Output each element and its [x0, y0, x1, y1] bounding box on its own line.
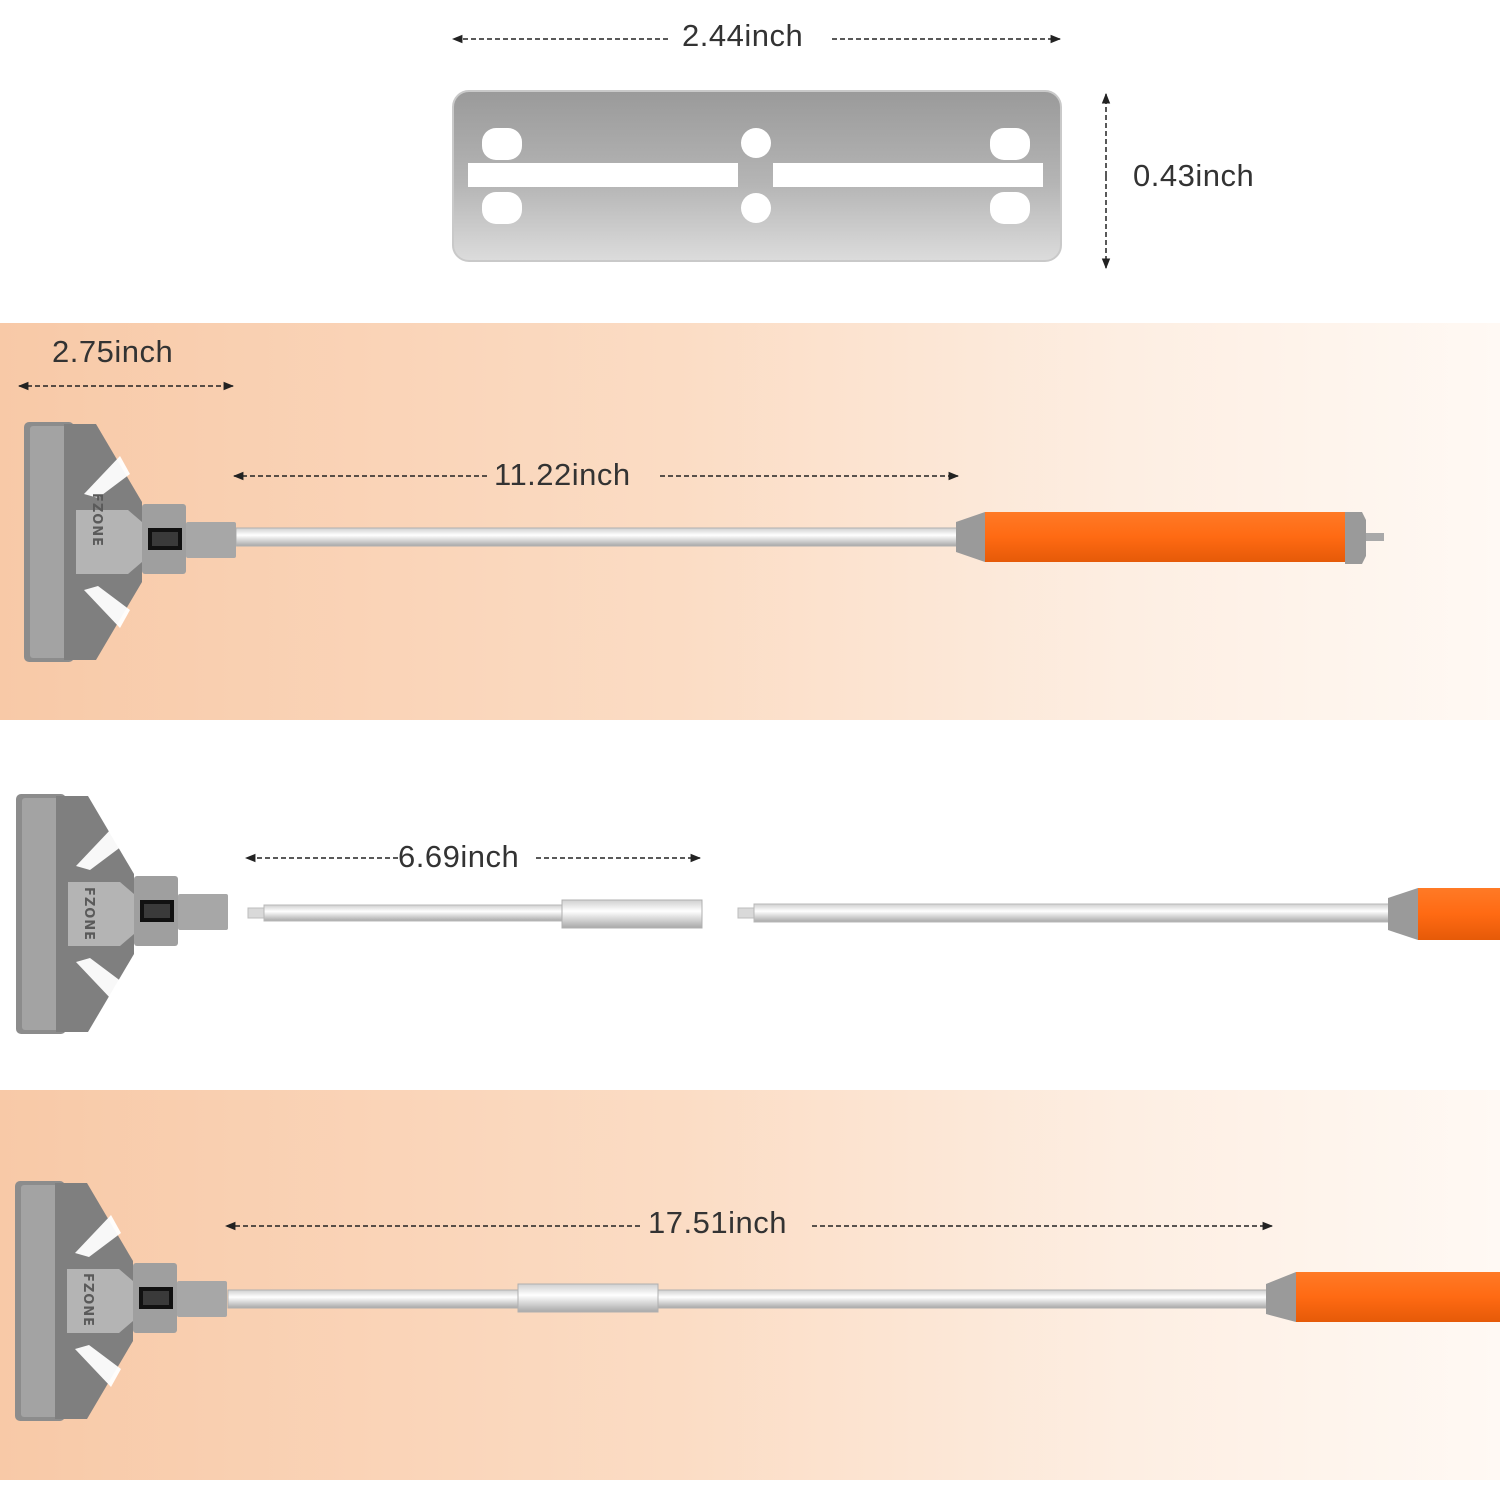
scraper-short: FZONE	[24, 422, 1384, 662]
brand-logo-3: FZONE	[80, 1273, 95, 1327]
brand-logo-2: FZONE	[81, 887, 96, 941]
scraper-long: FZONE	[15, 1181, 1500, 1421]
blade-plate	[452, 90, 1062, 262]
peach-band-bottom	[0, 1090, 1500, 1480]
plate-width-label: 2.44inch	[682, 18, 804, 53]
plate-height-label: 0.43inch	[1133, 158, 1255, 193]
pole-length-label: 11.22inch	[494, 457, 631, 492]
scraper-parts: FZONE	[16, 794, 1500, 1034]
total-length-label: 17.51inch	[648, 1205, 787, 1240]
head-width-label: 2.75inch	[52, 334, 174, 369]
brand-logo-1: FZONE	[89, 493, 104, 547]
extension-length-label: 6.69inch	[398, 839, 520, 874]
